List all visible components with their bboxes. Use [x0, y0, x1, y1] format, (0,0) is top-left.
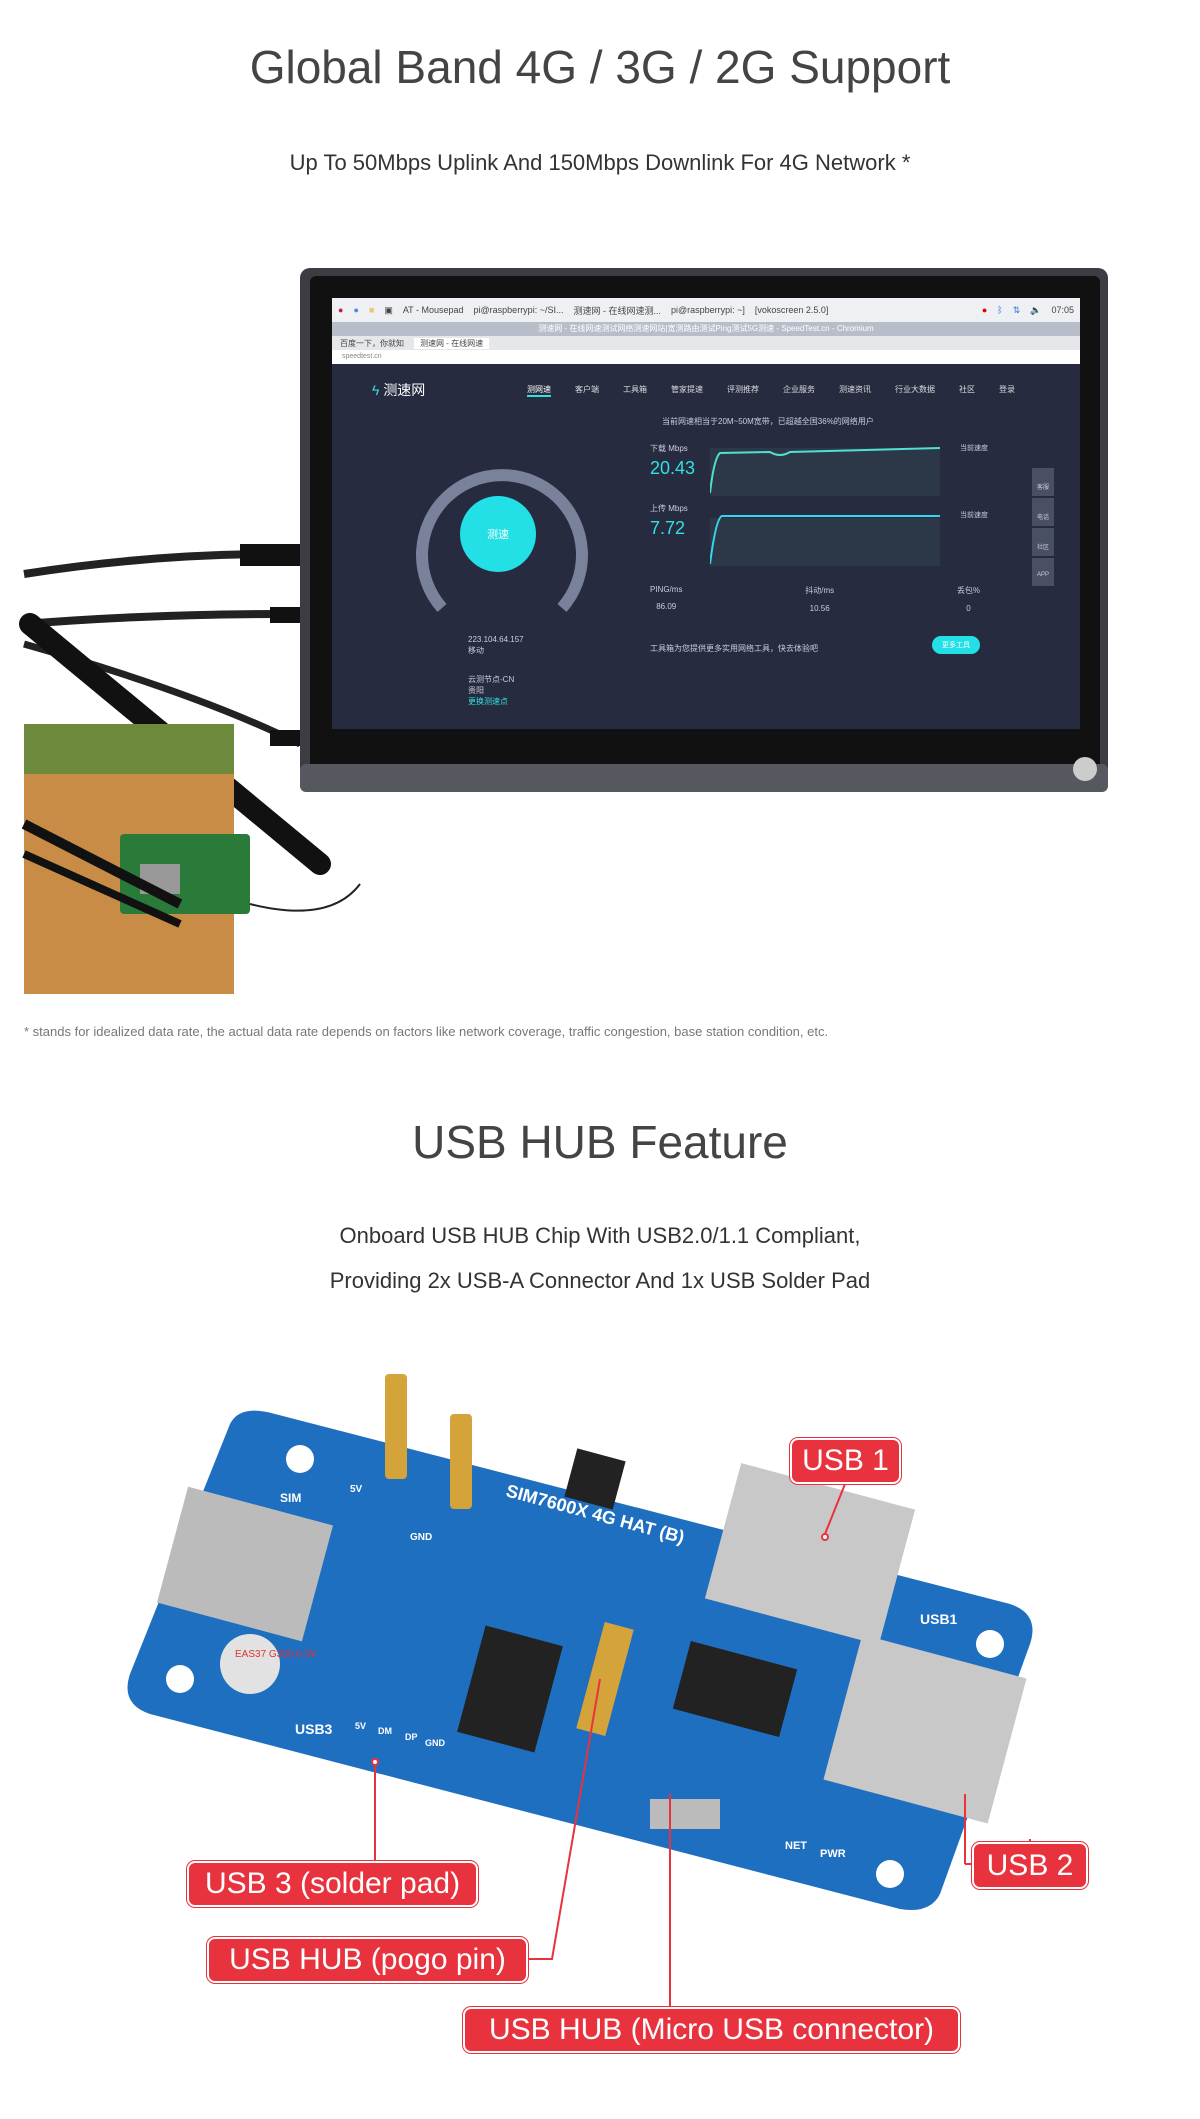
- nav-item[interactable]: 管家提速: [671, 385, 703, 394]
- start-test-button[interactable]: 测速: [460, 496, 536, 572]
- taskbar-mousepad[interactable]: AT - Mousepad: [402, 305, 464, 315]
- callout-usb2: USB 2: [972, 1842, 1088, 1889]
- side-service[interactable]: 客服: [1032, 468, 1054, 496]
- svg-text:5V: 5V: [350, 1484, 363, 1495]
- callout-usb3-solder-pad: USB 3 (solder pad): [187, 1861, 478, 1907]
- taskbar-vokoscreen[interactable]: [vokoscreen 2.5.0]: [754, 305, 829, 315]
- download-label: 下载 Mbps: [650, 444, 688, 453]
- download-value: 20.43: [650, 458, 696, 478]
- taskbar-terminal-1[interactable]: pi@raspberrypi: ~/SI...: [473, 305, 564, 315]
- address-bar[interactable]: speedtest.cn: [332, 350, 1080, 364]
- nav-item[interactable]: 测速资讯: [839, 385, 871, 394]
- side-community[interactable]: 社区: [1032, 528, 1054, 556]
- section-title-global-band: Global Band 4G / 3G / 2G Support: [249, 41, 951, 93]
- browser-tab[interactable]: 百度一下，你就知: [340, 338, 404, 348]
- svg-text:DP: DP: [405, 1732, 418, 1742]
- bluetooth-icon[interactable]: ᛒ: [997, 305, 1003, 315]
- usb-hub-line-2: Providing 2x USB-A Connector And 1x USB …: [329, 1268, 871, 1293]
- board-illustration: SIM7600X 4G HAT (B) SIM 5V GND USB1 USB3…: [127, 1374, 1033, 2009]
- speed-gauge: [416, 469, 588, 612]
- site-nav: 测网速 客户端 工具箱 管家提速 评测推荐 企业服务 测速资讯 行业大数据 社区…: [527, 384, 1015, 397]
- browser-screen: ● ● ■ ▣ AT - Mousepad pi@raspberrypi: ~/…: [332, 298, 1080, 729]
- svg-text:USB1: USB1: [920, 1611, 958, 1627]
- svg-text:GND: GND: [410, 1532, 432, 1543]
- change-node-link[interactable]: 更换测速点: [468, 697, 508, 706]
- folder-icon[interactable]: ■: [368, 305, 375, 315]
- nav-item[interactable]: 测网速: [527, 384, 551, 397]
- browser-tab[interactable]: 测速网 - 在线网速: [414, 337, 490, 349]
- side-phone[interactable]: 电话: [1032, 498, 1054, 526]
- svg-text:PWR: PWR: [820, 1848, 846, 1860]
- nav-item[interactable]: 工具箱: [623, 385, 647, 394]
- footnote: * stands for idealized data rate, the ac…: [24, 1024, 829, 1039]
- svg-text:5V: 5V: [355, 1721, 366, 1731]
- speed-curves: [710, 447, 941, 566]
- usb-hub-line-1: Onboard USB HUB Chip With USB2.0/1.1 Com…: [339, 1223, 861, 1248]
- svg-text:NET: NET: [785, 1840, 807, 1852]
- speed-headline: 当前网速相当于20M~50M宽带，已超越全国36%的网络用户: [662, 417, 874, 426]
- side-toolbar: 客服 电话 社区 APP: [1032, 468, 1054, 586]
- svg-text:SIM: SIM: [280, 1491, 301, 1505]
- callout-usb1: USB 1: [790, 1438, 901, 1484]
- nav-item[interactable]: 评测推荐: [727, 385, 759, 394]
- nav-item[interactable]: 社区: [959, 385, 975, 394]
- network-icon[interactable]: ⇅: [1012, 304, 1021, 315]
- download-curve-label: 当前速度: [960, 445, 988, 452]
- more-tools-button[interactable]: 更多工具: [932, 636, 980, 654]
- taskbar-browser[interactable]: 测速网 - 在线网速测...: [573, 305, 661, 316]
- section-subtitle-speed: Up To 50Mbps Uplink And 150Mbps Downlink…: [289, 150, 911, 175]
- side-app[interactable]: APP: [1032, 558, 1054, 586]
- upload-label: 上传 Mbps: [650, 504, 688, 513]
- taskbar: ● ● ■ ▣ AT - Mousepad pi@raspberrypi: ~/…: [332, 298, 1080, 322]
- svg-text:USB3: USB3: [295, 1721, 333, 1737]
- record-icon[interactable]: ●: [981, 305, 988, 315]
- callout-pogo-pin: USB HUB (pogo pin): [207, 1937, 528, 1983]
- browser-tabs: 百度一下，你就知 测速网 - 在线网速: [332, 336, 1080, 350]
- upload-value: 7.72: [650, 518, 686, 538]
- svg-text:GND: GND: [425, 1738, 446, 1748]
- capacitor-marking: EAS37 G330 6.3V: [235, 1649, 317, 1660]
- clock: 07:05: [1051, 305, 1074, 315]
- svg-text:DM: DM: [378, 1726, 392, 1736]
- callout-micro-usb: USB HUB (Micro USB connector): [463, 2007, 960, 2053]
- upload-curve-label: 当前速度: [960, 512, 988, 519]
- volume-icon[interactable]: 🔈: [1030, 304, 1042, 315]
- globe-icon[interactable]: ●: [353, 305, 359, 315]
- raspberry-icon[interactable]: ●: [338, 305, 344, 315]
- site-logo[interactable]: ϟ 测速网: [372, 382, 426, 398]
- nav-item[interactable]: 登录: [999, 385, 1015, 394]
- nav-item[interactable]: 企业服务: [783, 385, 815, 394]
- section-title-usb-hub: USB HUB Feature: [412, 1116, 788, 1168]
- nav-item[interactable]: 行业大数据: [895, 385, 935, 394]
- tools-promo: 工具箱为您提供更多实用网络工具，快去体验吧: [650, 644, 818, 653]
- taskbar-terminal-2[interactable]: pi@raspberrypi: ~]: [670, 305, 745, 315]
- terminal-icon[interactable]: ▣: [384, 304, 393, 315]
- window-title: 测速网 - 在线网速测试网络测速网站|宽测路由测试Ping测试5G测速 - Sp…: [332, 322, 1080, 336]
- nav-item[interactable]: 客户端: [575, 385, 599, 394]
